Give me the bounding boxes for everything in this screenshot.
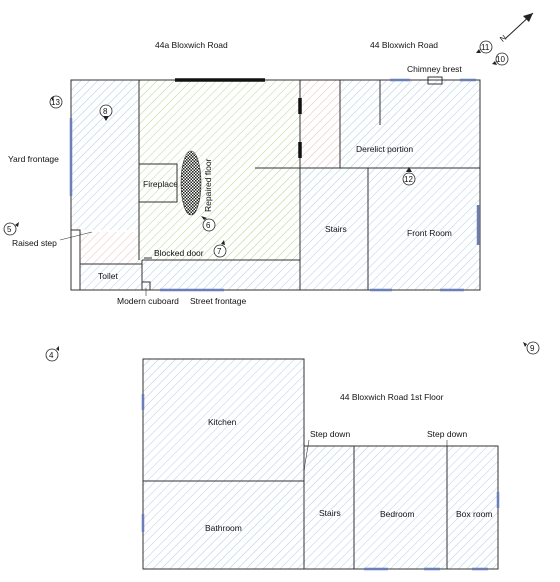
label-stairs-ground: Stairs (325, 224, 347, 234)
svg-text:4: 4 (49, 351, 54, 360)
svg-text:5: 5 (7, 225, 12, 234)
label-box-room: Box room (456, 509, 492, 519)
label-fireplace: Fireplace (143, 179, 178, 189)
svg-text:7: 7 (217, 247, 222, 256)
svg-text:N: N (498, 33, 508, 44)
label-step-down-left: Step down (310, 429, 350, 439)
svg-text:13: 13 (51, 98, 60, 107)
svg-text:11: 11 (481, 43, 490, 52)
viewpoint-4: 4 (45, 346, 59, 362)
heading-44-bloxwich-road: 44 Bloxwich Road (370, 40, 438, 50)
chimney-cell (300, 80, 340, 168)
label-kitchen: Kitchen (208, 417, 237, 427)
viewpoint-13: 13 (49, 95, 63, 109)
north-arrow-icon: N (498, 12, 534, 44)
bathroom-room (143, 481, 304, 569)
ground-floor (69, 76, 481, 292)
main-room-44a (139, 80, 300, 260)
bedroom-room (354, 446, 447, 569)
label-step-down-right: Step down (427, 429, 467, 439)
heading-first-floor: 44 Bloxwich Road 1st Floor (340, 392, 444, 402)
svg-text:12: 12 (404, 175, 413, 184)
svg-text:9: 9 (530, 344, 535, 353)
street-corridor (142, 260, 300, 290)
viewpoint-11: 11 (476, 40, 493, 54)
viewpoint-5: 5 (3, 222, 19, 236)
derelict-room (340, 80, 480, 168)
kitchen-room (143, 359, 304, 481)
label-chimney-brest: Chimney brest (407, 64, 462, 74)
viewpoint-10: 10 (492, 52, 509, 66)
viewpoint-7: 7 (213, 240, 227, 258)
svg-text:10: 10 (496, 55, 505, 64)
label-blocked-door: Blocked door (154, 248, 204, 258)
viewpoint-8: 8 (99, 104, 113, 121)
label-street-frontage: Street frontage (190, 296, 247, 306)
viewpoint-6: 6 (201, 216, 216, 232)
repaired-floor-patch (180, 150, 202, 216)
stairs-first (304, 446, 354, 569)
svg-text:8: 8 (103, 107, 108, 116)
raised-step-area (80, 232, 139, 264)
box-room (447, 446, 498, 569)
front-room (368, 168, 480, 290)
label-modern-cuboard: Modern cuboard (117, 296, 179, 306)
yard-room (71, 80, 139, 230)
stairs-ground (300, 168, 368, 290)
label-bedroom: Bedroom (380, 509, 415, 519)
label-repaired-floor: Repaired floor (203, 158, 213, 212)
heading-44a-bloxwich-road: 44a Bloxwich Road (155, 40, 228, 50)
label-front-room: Front Room (407, 228, 452, 238)
label-yard-frontage: Yard frontage (8, 154, 59, 164)
label-derelict-portion: Derelict portion (356, 144, 413, 154)
label-stairs-first: Stairs (319, 508, 341, 518)
viewpoint-12: 12 (402, 167, 416, 186)
label-bathroom: Bathroom (205, 523, 242, 533)
first-floor (141, 358, 500, 571)
viewpoint-9: 9 (523, 341, 540, 355)
label-raised-step: Raised step (12, 238, 57, 248)
toilet-room (80, 264, 142, 290)
svg-text:6: 6 (206, 221, 211, 230)
label-toilet: Toilet (98, 271, 118, 281)
